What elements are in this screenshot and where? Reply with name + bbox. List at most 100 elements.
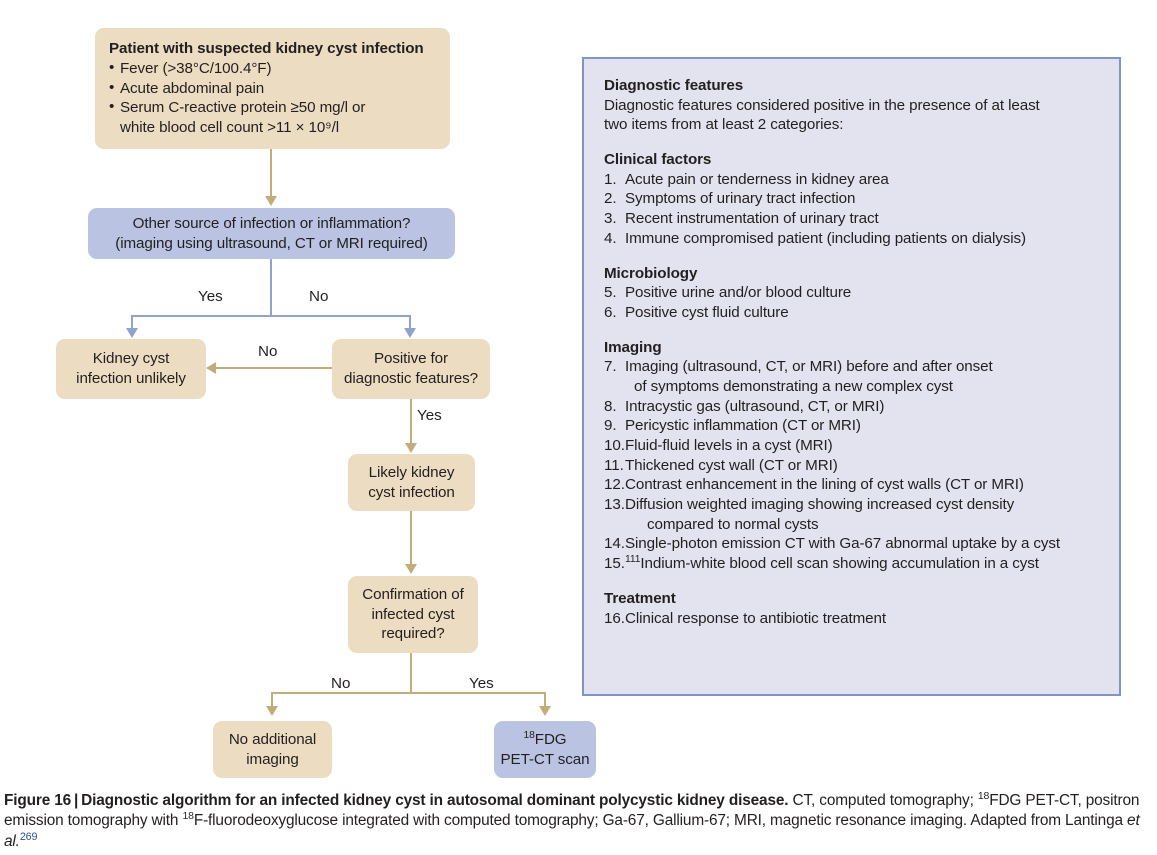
likely-line2: cyst infection bbox=[368, 483, 455, 501]
category-title-imaging: Imaging bbox=[604, 338, 662, 356]
feature-text: Contrast enhancement in the lining of cy… bbox=[625, 476, 1024, 494]
feature-number: 9. bbox=[604, 417, 617, 435]
feature-text: Clinical response to antibiotic treatmen… bbox=[625, 609, 886, 627]
figure-caption: Figure 16 | Diagnostic algorithm for an … bbox=[4, 791, 1154, 852]
category-list-clinical-factors: 1. Acute pain or tenderness in kidney are… bbox=[604, 170, 1101, 249]
caption-body-3: F-fluorodeoxyglucose integrated with com… bbox=[193, 812, 1128, 830]
connector-confirmation-crossbar bbox=[271, 692, 546, 695]
feature-text: Diffusion weighted imaging showing incre… bbox=[625, 495, 1101, 534]
unlikely-line2: infection unlikely bbox=[76, 370, 186, 387]
connector-confirmation-yes-drop bbox=[544, 692, 547, 709]
feature-text: 111Indium-white blood cell scan showing … bbox=[625, 554, 1101, 574]
diagnostic-features-panel: Diagnostic features Diagnostic features … bbox=[582, 57, 1121, 696]
connector-features-to-unlikely bbox=[216, 367, 332, 370]
feature-text: Positive urine and/or blood culture bbox=[625, 284, 852, 302]
edge-label-features-no: No bbox=[258, 343, 278, 360]
pet-ct-line1-text: FDG bbox=[534, 730, 567, 748]
feature-text: Pericystic inflammation (CT or MRI) bbox=[625, 417, 861, 435]
features-panel-subheading-line1: Diagnostic features considered positive … bbox=[604, 96, 1040, 114]
likely-line1: Likely kidney bbox=[368, 463, 455, 481]
category-list-treatment: 16.Clinical response to antibiotic treat… bbox=[604, 609, 1101, 629]
feature-text: Immune compromised patient (including pa… bbox=[625, 229, 1026, 247]
feature-text: Symptoms of urinary tract infection bbox=[625, 190, 856, 208]
feature-item: 15.111Indium-white blood cell scan showi… bbox=[604, 554, 1101, 574]
caption-figure-label: Figure 16 bbox=[4, 792, 72, 809]
other-source-line2: (imaging using ultrasound, CT or MRI req… bbox=[115, 234, 428, 252]
flow-node-confirmation-required: Confirmation of infected cyst required? bbox=[348, 576, 478, 653]
arrowhead-features-to-likely bbox=[404, 443, 417, 453]
feature-text-line1: Imaging (ultrasound, CT, or MRI) before … bbox=[625, 358, 993, 376]
feature-text-continuation: of symptoms demonstrating a new complex … bbox=[634, 377, 953, 395]
indium-isotope-superscript: 111 bbox=[625, 554, 641, 566]
feature-text: Imaging (ultrasound, CT, or MRI) before … bbox=[625, 357, 1101, 396]
feature-item: 3.Recent instrumentation of urinary trac… bbox=[604, 209, 1101, 229]
connector-likely-to-confirmation bbox=[410, 511, 413, 565]
feature-number: 11. bbox=[604, 456, 624, 474]
edge-label-confirmation-no: No bbox=[331, 675, 351, 692]
caption-et-al: et al. bbox=[4, 812, 1140, 850]
no-imaging-line1: No additional bbox=[228, 730, 317, 748]
feature-number: 14. bbox=[604, 535, 625, 553]
feature-text: Acute pain or tenderness in kidney area bbox=[625, 170, 889, 188]
feature-number: 4. bbox=[604, 229, 617, 247]
edge-label-features-yes: Yes bbox=[417, 407, 442, 424]
connector-othersource-yes-drop bbox=[131, 315, 134, 331]
category-title-microbiology: Microbiology bbox=[604, 264, 698, 282]
category-list-microbiology: 5. Positive urine and/or blood culture 6.… bbox=[604, 283, 1101, 322]
feature-number: 1. bbox=[604, 170, 617, 188]
arrowhead-start-to-othersource bbox=[264, 196, 277, 206]
connector-othersource-crossbar bbox=[131, 315, 411, 318]
feature-number: 16. bbox=[604, 609, 625, 627]
caption-reference-number: 269 bbox=[19, 830, 38, 843]
start-bullet-fever: Fever (>38°C/100.4°F) bbox=[109, 58, 365, 79]
feature-text: Fluid-fluid levels in a cyst (MRI) bbox=[625, 437, 833, 454]
caption-superscript-18-b: 18 bbox=[182, 811, 194, 823]
feature-item: 13.Diffusion weighted imaging showing in… bbox=[604, 495, 1101, 534]
feature-text-body: Indium-white blood cell scan showing acc… bbox=[640, 555, 1039, 573]
edge-label-confirmation-yes: Yes bbox=[469, 675, 494, 692]
arrowhead-features-to-unlikely bbox=[206, 361, 216, 374]
feature-number: 12. bbox=[604, 476, 625, 494]
feature-item: 1. Acute pain or tenderness in kidney are… bbox=[604, 170, 1101, 190]
feature-text: Single-photon emission CT with Ga-67 abn… bbox=[625, 535, 1061, 553]
flow-node-other-source: Other source of infection or inflammatio… bbox=[88, 208, 455, 259]
flow-node-positive-features: Positive for diagnostic features? bbox=[332, 339, 490, 399]
flow-node-infection-unlikely: Kidney cyst infection unlikely bbox=[56, 339, 206, 399]
feature-number: 10. bbox=[604, 437, 625, 454]
feature-item: 9. Pericystic inflammation (CT or MRI) bbox=[604, 416, 1101, 436]
feature-text: Recent instrumentation of urinary tract bbox=[625, 210, 879, 228]
feature-number: 2. bbox=[604, 190, 617, 208]
category-title-clinical-factors: Clinical factors bbox=[604, 151, 712, 169]
feature-item: 14.Single-photon emission CT with Ga-67 … bbox=[604, 534, 1101, 554]
confirmation-line1: Confirmation of bbox=[362, 585, 464, 603]
category-title-treatment: Treatment bbox=[604, 589, 676, 607]
feature-number: 6. bbox=[604, 303, 617, 321]
flow-node-no-additional-imaging: No additional imaging bbox=[213, 721, 332, 778]
pet-ct-line2: PET-CT scan bbox=[500, 750, 590, 768]
other-source-line1: Other source of infection or inflammatio… bbox=[132, 214, 411, 232]
start-bullet-pain: Acute abdominal pain bbox=[109, 78, 365, 99]
feature-text-continuation: compared to normal cysts bbox=[647, 515, 819, 533]
flow-node-likely-infection: Likely kidney cyst infection bbox=[348, 454, 475, 511]
confirmation-line3: required? bbox=[381, 625, 445, 643]
arrowhead-likely-to-confirmation bbox=[404, 564, 417, 574]
connector-othersource-no-drop bbox=[409, 315, 412, 331]
feature-number: 7. bbox=[604, 358, 617, 376]
connector-confirmation-stem bbox=[410, 653, 413, 694]
feature-text-line1: Diffusion weighted imaging showing incre… bbox=[625, 496, 1015, 514]
feature-text: Intracystic gas (ultrasound, CT, or MRI) bbox=[625, 397, 885, 415]
feature-item: 10.Fluid-fluid levels in a cyst (MRI) bbox=[604, 436, 1101, 456]
positive-features-line2: diagnostic features? bbox=[344, 370, 478, 387]
connector-confirmation-no-drop bbox=[271, 692, 274, 709]
caption-title: Diagnostic algorithm for an infected kid… bbox=[81, 792, 789, 809]
arrowhead-confirmation-yes bbox=[538, 706, 551, 716]
feature-item: 12.Contrast enhancement in the lining of… bbox=[604, 475, 1101, 495]
pet-ct-superscript: 18 bbox=[523, 729, 535, 741]
feature-number: 15. bbox=[604, 555, 625, 573]
feature-number: 5. bbox=[604, 284, 617, 302]
pet-ct-line1: 18FDG bbox=[523, 730, 566, 750]
connector-features-to-likely bbox=[410, 399, 413, 444]
feature-number: 8. bbox=[604, 397, 617, 415]
feature-text: Positive cyst fluid culture bbox=[625, 303, 789, 321]
